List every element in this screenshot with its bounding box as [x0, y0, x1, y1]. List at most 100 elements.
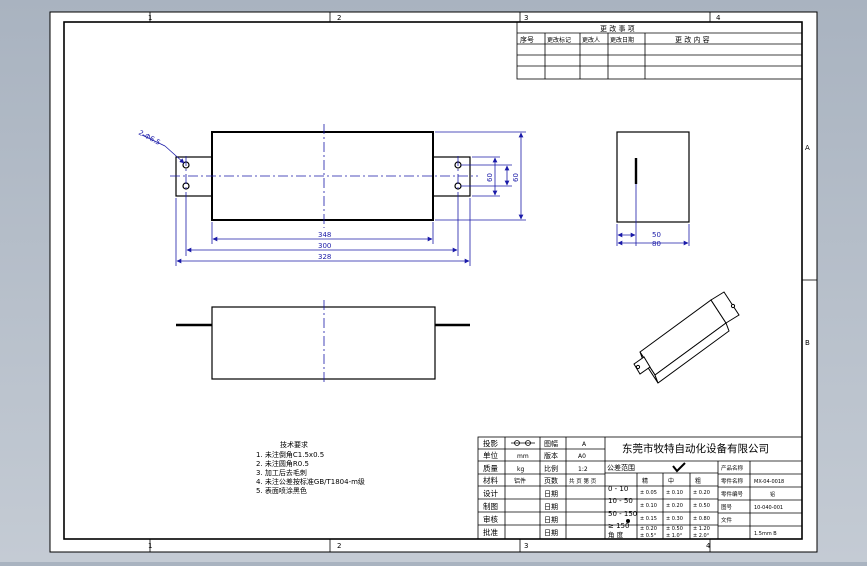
zone-side-a: A — [805, 144, 810, 152]
tolerance-value: ± 0.15 — [640, 516, 657, 522]
tb-label: 材料 — [483, 475, 498, 485]
zone-bottom-4: 4 — [706, 542, 711, 550]
tolerance-value: ± 0.50 — [693, 503, 710, 509]
tb-label: 批准 — [483, 527, 498, 537]
side-view: 50 80 — [616, 131, 690, 248]
tb-value: A — [582, 441, 587, 448]
tolerance-range: ≥ 150 — [608, 522, 629, 530]
tolerance-value: ± 0.10 — [666, 490, 683, 496]
tb-value: kg — [517, 466, 524, 473]
tolerance-range: 10 - 50 — [608, 497, 633, 505]
company-name: 东莞市牧特自动化设备有限公司 — [622, 442, 769, 455]
tb-label: 设计 — [483, 488, 498, 498]
tb-value: A0 — [578, 453, 586, 460]
info-value: 铝 — [770, 491, 775, 498]
info-label: 零件名称 — [721, 477, 744, 485]
zone-bottom-2: 2 — [337, 542, 341, 550]
tolerance-range: 50 - 150 — [608, 510, 637, 518]
tech-notes-title: 技术要求 — [280, 440, 308, 449]
zone-top-4: 4 — [716, 14, 721, 22]
isometric-view — [633, 291, 740, 384]
drawing-sheet — [49, 11, 818, 553]
zone-top-1: 1 — [148, 14, 152, 22]
info-label: 零件编号 — [721, 490, 744, 498]
tolerance-range: 角 度 — [608, 530, 624, 539]
tb-label: 日期 — [544, 490, 558, 498]
title-block — [477, 436, 803, 540]
tolerance-range: 0 - 10 — [608, 485, 628, 493]
tolerance-value: ± 2.0° — [693, 533, 710, 539]
tech-note-line: 2. 未注圆角R0.5 — [256, 459, 309, 468]
info-label: 图号 — [721, 503, 733, 511]
tech-note-line: 1. 未注倒角C1.5x0.5 — [256, 450, 324, 459]
tb-value: 铝件 — [514, 477, 526, 485]
tolerance-value: ± 1.0° — [666, 533, 683, 539]
tb-label: 审核 — [483, 514, 498, 524]
inner-border — [63, 21, 803, 540]
dim-tab-height: 60 — [486, 173, 494, 182]
tb-value: 1:2 — [578, 466, 588, 473]
zone-bottom-1: 1 — [148, 542, 152, 550]
tb-label: 图幅 — [544, 439, 558, 448]
tolerance-value: ± 0.05 — [640, 490, 657, 496]
tolerance-value: ± 0.10 — [640, 503, 657, 509]
tb-label: 质量 — [483, 463, 498, 473]
revision-title: 更 改 事 项 — [600, 24, 635, 33]
zone-side-b: B — [805, 339, 810, 347]
front-view: 2-Φ6.5 348 300 328 — [137, 124, 526, 266]
projection-symbol-icon — [511, 440, 535, 446]
tech-note-line: 4. 未注公差按标准GB/T1804-m级 — [256, 477, 365, 486]
tb-label: 制图 — [483, 501, 498, 511]
tb-label: 日期 — [544, 503, 558, 511]
tech-note-line: 5. 表面喷涂黑色 — [256, 486, 307, 495]
dim-body-height: 60 — [512, 173, 520, 182]
tolerance-grade: 中 — [668, 477, 674, 485]
checkmark-icon — [672, 462, 686, 473]
zone-top-2: 2 — [337, 14, 341, 22]
revision-header-date: 更改日期 — [610, 36, 634, 44]
tolerance-value: ± 0.20 — [640, 526, 657, 532]
tb-label: 日期 — [544, 529, 558, 537]
zone-top-3: 3 — [524, 14, 528, 22]
tolerance-grade: 粗 — [695, 477, 701, 485]
tolerance-value: ± 0.50 — [666, 526, 683, 532]
tolerance-value: ± 0.20 — [693, 490, 710, 496]
top-view — [176, 300, 470, 385]
tb-label: 页数 — [544, 476, 558, 485]
side-body — [616, 131, 690, 223]
tech-note-line: 3. 加工后去毛刺 — [256, 468, 307, 477]
tolerance-value: ± 0.5° — [640, 533, 657, 539]
zone-ticks — [149, 12, 817, 552]
dim-end-width: 50 — [652, 231, 661, 239]
zone-bottom-3: 3 — [524, 542, 528, 550]
info-value: 10-040-001 — [754, 505, 783, 511]
dim-hole-spacing: 300 — [318, 242, 331, 250]
info-label: 文件 — [721, 516, 733, 524]
front-right-tab — [432, 156, 471, 197]
info-label: 产品名称 — [721, 464, 744, 472]
tb-label: 投影 — [483, 438, 498, 448]
revision-block — [516, 21, 803, 80]
tolerance-value: ± 0.30 — [666, 516, 683, 522]
tb-value: mm — [517, 453, 529, 460]
tolerance-value: ± 1.20 — [693, 526, 710, 532]
dim-body-length: 348 — [318, 231, 331, 239]
revision-header-content: 更 改 内 容 — [675, 35, 710, 44]
front-left-tab — [175, 156, 213, 197]
dim-end-width-2: 80 — [652, 240, 661, 248]
tolerance-title: 公差范围 — [607, 463, 635, 472]
info-value: 1.5mm B — [754, 531, 777, 537]
dot-icon — [626, 519, 630, 523]
tb-label: 版本 — [544, 451, 558, 460]
tb-label: 日期 — [544, 516, 558, 524]
revision-header-no: 序号 — [520, 35, 534, 44]
revision-header-mark: 更改标记 — [547, 36, 571, 44]
dim-overall-length: 328 — [318, 253, 331, 261]
tolerance-value: ± 0.80 — [693, 516, 710, 522]
tolerance-value: ± 0.20 — [666, 503, 683, 509]
tb-label: 单位 — [483, 450, 498, 460]
tolerance-grade: 精 — [642, 477, 648, 485]
revision-header-person: 更改人 — [582, 36, 600, 44]
top-body — [211, 306, 436, 380]
